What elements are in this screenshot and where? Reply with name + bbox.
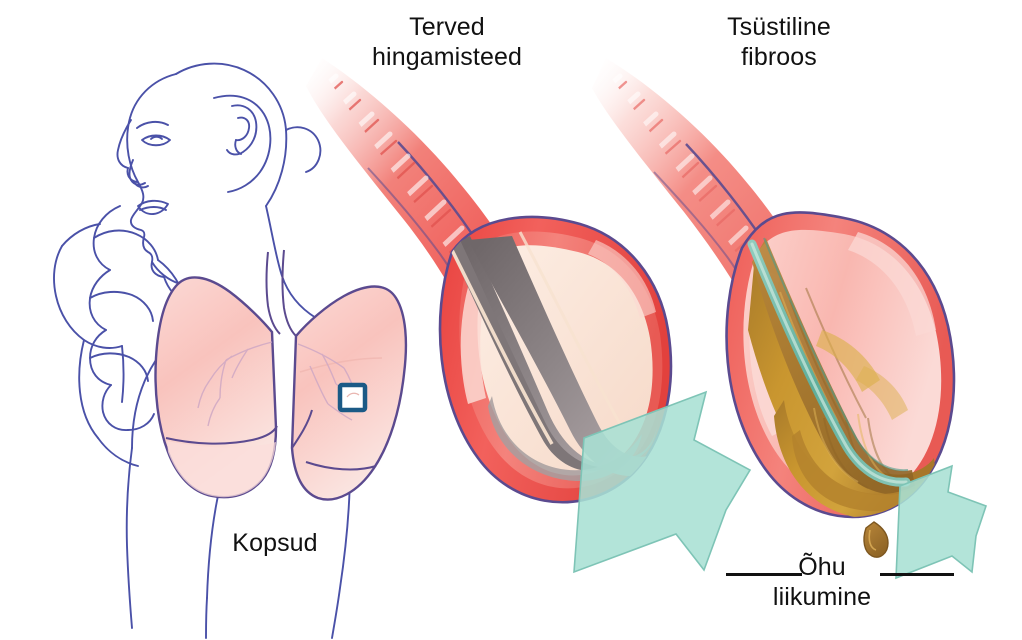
airflow-arrow-cf [895, 464, 988, 580]
healthy-airway-illustration [306, 58, 673, 504]
airway-zoom-marker [337, 382, 368, 413]
title-healthy-airway: Terved hingamisteed [372, 13, 522, 71]
label-airflow: Õhu liikumine [772, 553, 872, 611]
airflow-leader-line-right [880, 573, 954, 576]
airflow-arrow-healthy [573, 390, 752, 574]
label-lungs: Kopsud [232, 529, 318, 557]
cf-airway-illustration [592, 58, 956, 558]
airflow-leader-line-left [726, 573, 802, 576]
lungs-illustration [154, 249, 408, 501]
title-cystic-fibrosis: Tsüstiline fibroos [727, 13, 831, 71]
